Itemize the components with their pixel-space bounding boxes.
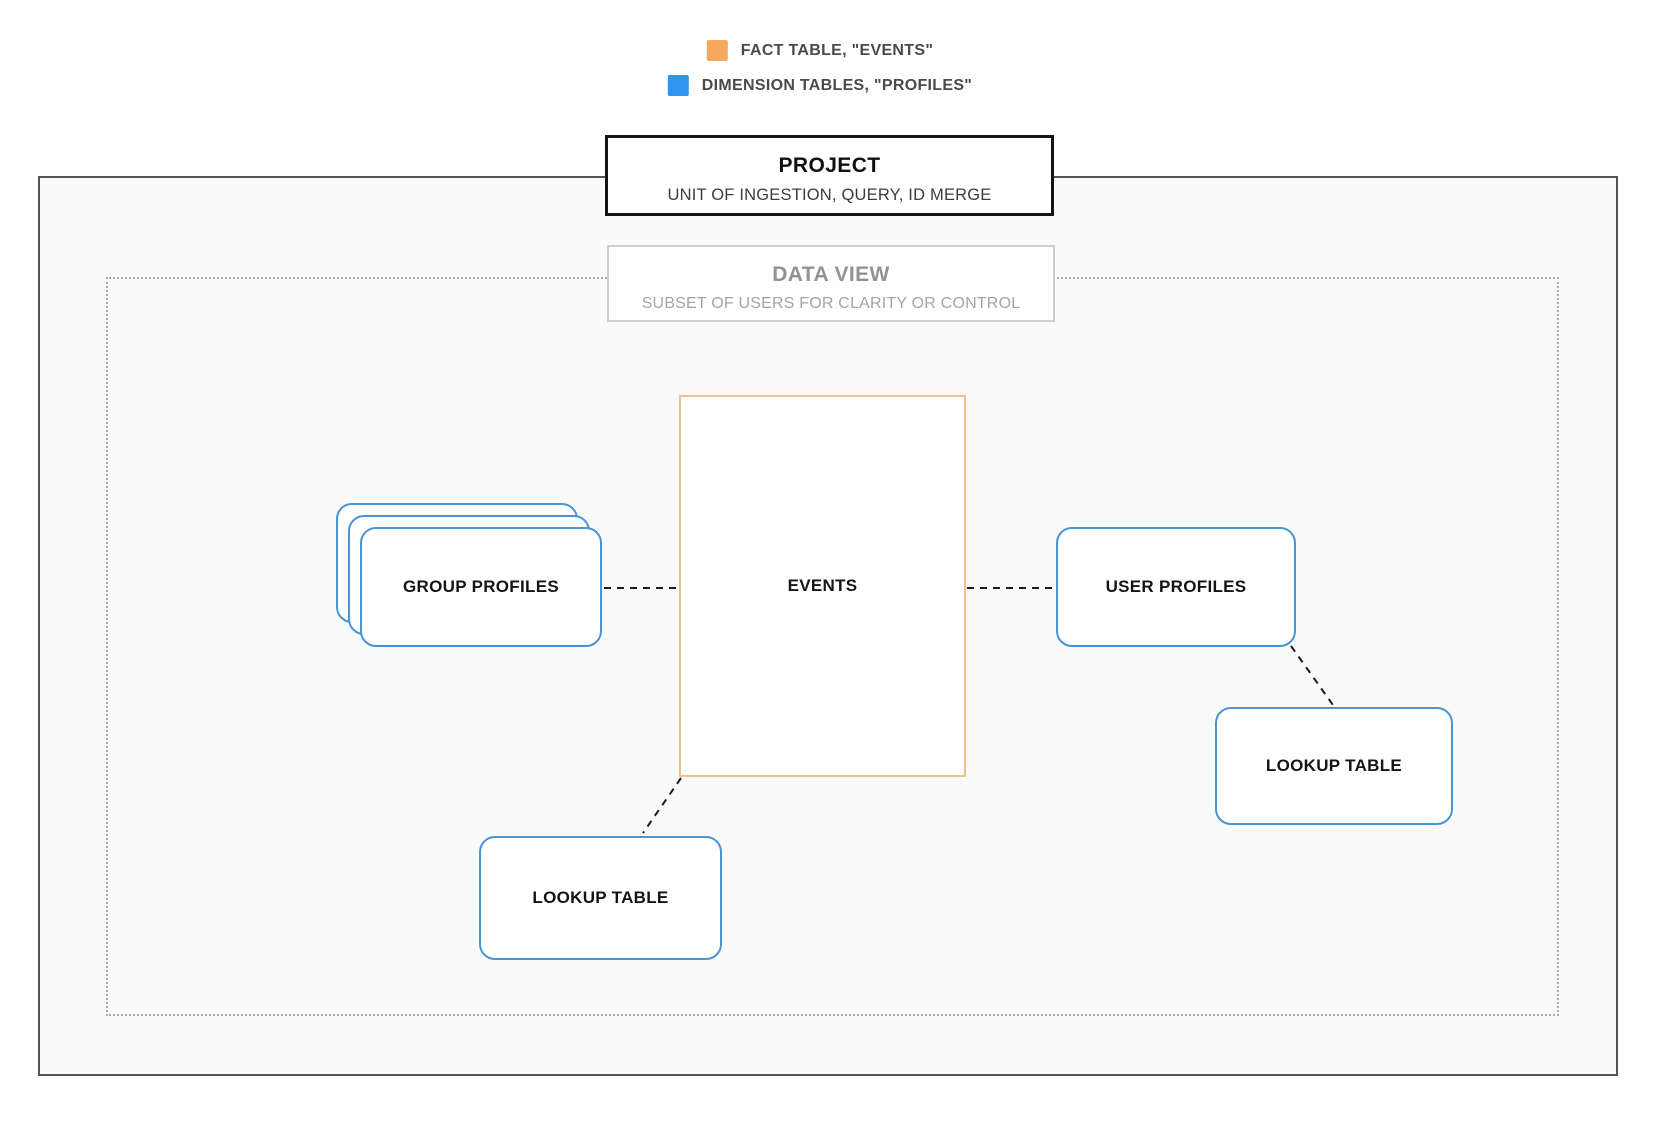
node-group-profiles: GROUP PROFILES bbox=[360, 527, 602, 647]
data-view-title: DATA VIEW bbox=[772, 263, 890, 286]
data-view-title-box: DATA VIEW SUBSET OF USERS FOR CLARITY OR… bbox=[607, 245, 1055, 322]
node-events: EVENTS bbox=[679, 395, 966, 777]
node-lookup-table-right: LOOKUP TABLE bbox=[1215, 707, 1453, 825]
connector-user-profiles-lookup-table bbox=[1290, 645, 1334, 706]
node-label: USER PROFILES bbox=[1105, 577, 1247, 596]
legend: FACT TABLE, "EVENTS" DIMENSION TABLES, "… bbox=[667, 40, 973, 96]
legend-item-fact-table: FACT TABLE, "EVENTS" bbox=[706, 40, 934, 61]
node-label: GROUP PROFILES bbox=[403, 577, 559, 596]
node-lookup-table-bottom: LOOKUP TABLE bbox=[479, 836, 722, 960]
node-label: EVENTS bbox=[787, 576, 858, 595]
data-view-subtitle: SUBSET OF USERS FOR CLARITY OR CONTROL bbox=[641, 295, 1021, 312]
node-label: LOOKUP TABLE bbox=[1265, 756, 1403, 775]
legend-item-label: DIMENSION TABLES, "PROFILES" bbox=[701, 76, 973, 94]
connector-events-lookup-table bbox=[642, 777, 682, 834]
project-subtitle: UNIT OF INGESTION, QUERY, ID MERGE bbox=[667, 186, 992, 204]
fact-table-swatch-icon bbox=[706, 40, 728, 61]
project-title-box: PROJECT UNIT OF INGESTION, QUERY, ID MER… bbox=[605, 135, 1054, 216]
project-title: PROJECT bbox=[778, 154, 881, 177]
legend-item-label: FACT TABLE, "EVENTS" bbox=[740, 41, 934, 59]
node-label: LOOKUP TABLE bbox=[532, 888, 669, 907]
legend-item-dimension-tables: DIMENSION TABLES, "PROFILES" bbox=[667, 75, 973, 96]
node-user-profiles: USER PROFILES bbox=[1056, 527, 1296, 647]
dimension-tables-swatch-icon bbox=[667, 75, 689, 96]
